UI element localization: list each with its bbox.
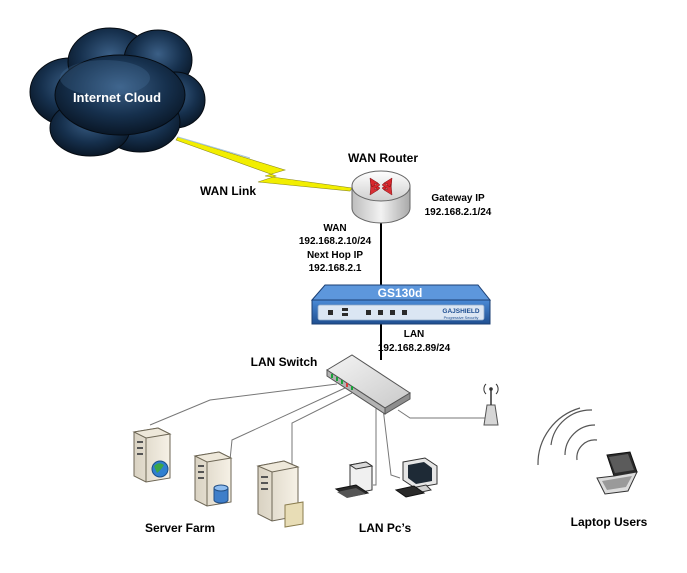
wifi-signal-arcs-icon xyxy=(537,407,598,466)
wan-title: WAN xyxy=(323,223,346,234)
connections xyxy=(149,222,488,486)
laptop-users-label: Laptop Users xyxy=(571,515,648,529)
next-hop-title: Next Hop IP xyxy=(307,250,363,261)
firewall-tagline: Progressive Security xyxy=(444,316,479,320)
next-hop-value: 192.168.2.1 xyxy=(309,263,362,274)
desktop-pc-monitor-icon xyxy=(394,457,438,498)
gateway-ip-title: Gateway IP xyxy=(431,193,485,204)
server-document-icon xyxy=(256,460,304,528)
switch-to-server3-line xyxy=(291,392,353,465)
desktop-pc-tower-icon xyxy=(334,461,374,498)
server-database-icon xyxy=(193,451,233,507)
gateway-ip-value: 192.168.2.1/24 xyxy=(425,207,492,218)
wireless-access-point-icon xyxy=(483,383,499,426)
lan-pcs-label: LAN Pc’s xyxy=(359,521,412,535)
wan-ip: 192.168.2.10/24 xyxy=(299,236,372,247)
wan-link-lightning xyxy=(175,136,353,192)
wan-link-label: WAN Link xyxy=(200,184,256,198)
server-globe-icon xyxy=(132,427,172,483)
laptop-icon xyxy=(596,451,638,495)
lan-switch-label: LAN Switch xyxy=(251,355,318,369)
firewall-model-label: GS130d xyxy=(378,286,423,300)
lan-switch-icon xyxy=(326,354,411,415)
lan-ip: 192.168.2.89/24 xyxy=(378,343,451,354)
lan-title: LAN xyxy=(404,329,425,340)
server-farm-label: Server Farm xyxy=(145,521,215,535)
switch-to-ap-line xyxy=(397,409,488,419)
firewall-appliance-icon xyxy=(310,284,492,325)
wan-router-label: WAN Router xyxy=(348,151,418,165)
wan-router-icon xyxy=(351,170,411,224)
internet-cloud-icon xyxy=(29,27,206,157)
firewall-brand-logo: GAJSHIELD xyxy=(442,308,480,315)
switch-to-server2-line xyxy=(229,387,346,461)
internet-cloud-label: Internet Cloud xyxy=(73,90,161,105)
switch-to-pc1-line xyxy=(373,405,377,486)
switch-to-server1-line xyxy=(149,383,338,426)
switch-to-pc2-line xyxy=(382,407,401,479)
